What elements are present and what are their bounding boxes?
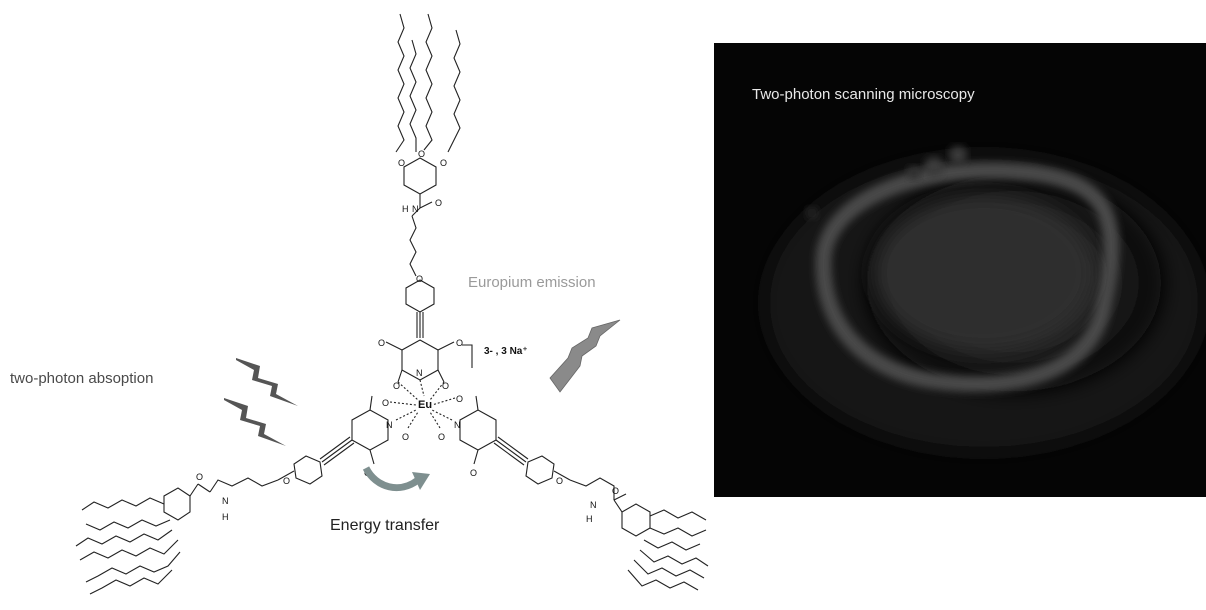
svg-text:O: O [440,158,447,168]
svg-text:N: N [590,500,597,510]
top-phenyl-ring [405,279,435,313]
svg-text:O: O [442,381,449,391]
microscopy-image: Two-photon scanning microscopy [714,43,1206,497]
cell-image [764,146,1204,453]
svg-text:O: O [438,432,445,442]
left-gallamide-ring [163,487,191,521]
svg-text:H: H [222,512,229,522]
svg-text:O: O [456,338,463,348]
lightning-bolt-icon [224,398,286,446]
curved-arrow-icon [362,466,430,492]
emission-label: Europium emission [468,274,596,291]
svg-text:O: O [402,432,409,442]
energy-transfer-label: Energy transfer [330,517,440,534]
microscopy-label: Two-photon scanning microscopy [752,86,975,103]
svg-text:N: N [416,368,423,378]
svg-text:O: O [418,149,425,159]
europium-complex-structure: O O O O H N O N O O O O O O N N O O O O … [75,13,709,595]
absorption-label: two-photon absoption [10,370,154,387]
left-phenyl-ring [293,455,323,485]
lightning-bolt-icon [236,358,298,406]
svg-text:N: N [412,204,419,214]
svg-text:N: N [222,496,229,506]
svg-text:O: O [378,338,385,348]
svg-text:O: O [382,398,389,408]
svg-text:O: O [435,198,442,208]
right-ether-chains [627,509,709,591]
svg-text:O: O [456,394,463,404]
top-ether-chains [395,13,461,153]
lightning-bolt-icon [549,319,621,393]
svg-text:H: H [402,204,409,214]
svg-text:H: H [586,514,593,524]
svg-text:O: O [556,476,563,486]
europium-center-label: Eu [418,399,433,411]
svg-text:N: N [386,420,393,430]
svg-text:O: O [393,381,400,391]
svg-text:O: O [196,472,203,482]
charge-label: 3- , 3 Na⁺ [484,346,528,357]
left-ether-chains [75,497,181,595]
right-gallamide-ring [621,503,651,537]
top-gallamide-ring [403,157,437,195]
svg-text:O: O [416,274,423,284]
svg-text:O: O [470,468,477,478]
right-phenyl-ring [525,455,555,485]
svg-text:O: O [283,476,290,486]
absorption-bolts [224,358,298,446]
left-pyridine-ring [351,409,389,451]
svg-text:N: N [454,420,461,430]
svg-text:O: O [612,486,619,496]
atom-labels: O O O O H N O N O O O O O O N N O O O O … [196,149,619,524]
svg-text:O: O [398,158,405,168]
right-pyridine-ring [459,409,497,451]
